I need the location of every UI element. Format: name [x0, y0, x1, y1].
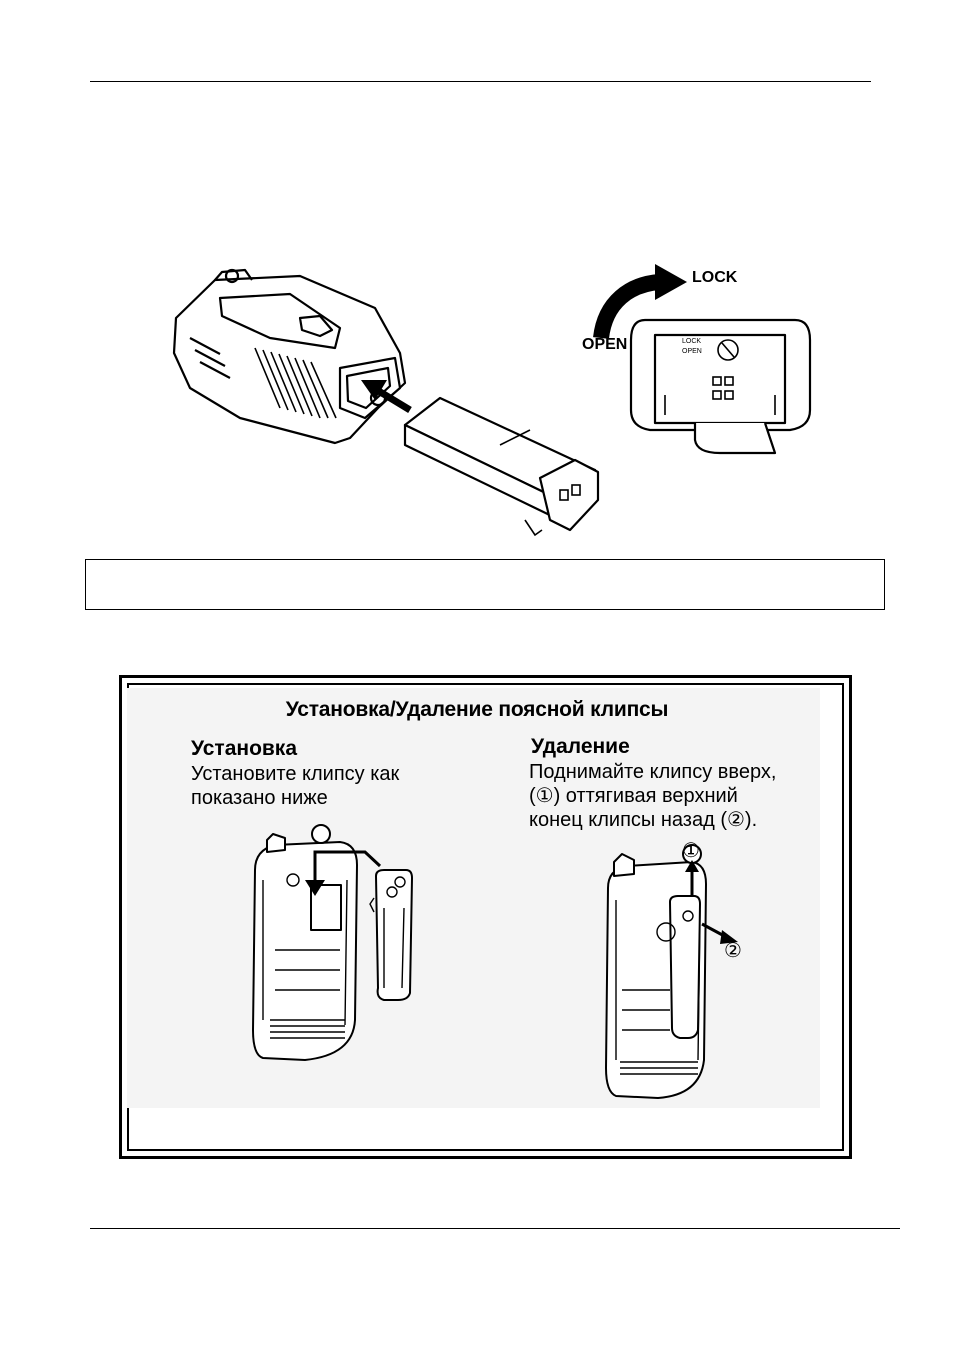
step2-marker: ② [724, 938, 742, 963]
install-text: Установите клипсу как показано ниже [191, 762, 399, 810]
install-heading: Установка [191, 737, 297, 761]
remove-line-1: Поднимайте клипсу вверх, [529, 760, 776, 784]
plate-lock-text: LOCK [682, 338, 701, 345]
battery-pack-illustration [400, 390, 605, 540]
belt-clip-illustration [370, 868, 415, 1003]
remove-line-3: конец клипсы назад (②). [529, 808, 776, 832]
header-rule [90, 81, 871, 82]
footer-rule [90, 1228, 900, 1229]
remove-line-2: (①) оттягивая верхний [529, 784, 776, 808]
note-box [85, 559, 885, 610]
lock-label: LOCK [692, 269, 737, 287]
plate-open-text: OPEN [682, 348, 702, 355]
step1-marker: ① [682, 838, 700, 863]
remove-arrow-up-icon [682, 858, 702, 898]
radio-body-illustration [160, 258, 430, 448]
install-line-1: Установите клипсу как [191, 762, 399, 786]
remove-text: Поднимайте клипсу вверх, (①) оттягивая в… [529, 760, 776, 832]
belt-clip-title: Установка/Удаление поясной клипсы [0, 698, 954, 722]
remove-heading: Удаление [531, 735, 630, 759]
radio-bottom-view-illustration [625, 315, 815, 455]
install-line-2: показано ниже [191, 786, 399, 810]
open-label: OPEN [582, 336, 627, 354]
